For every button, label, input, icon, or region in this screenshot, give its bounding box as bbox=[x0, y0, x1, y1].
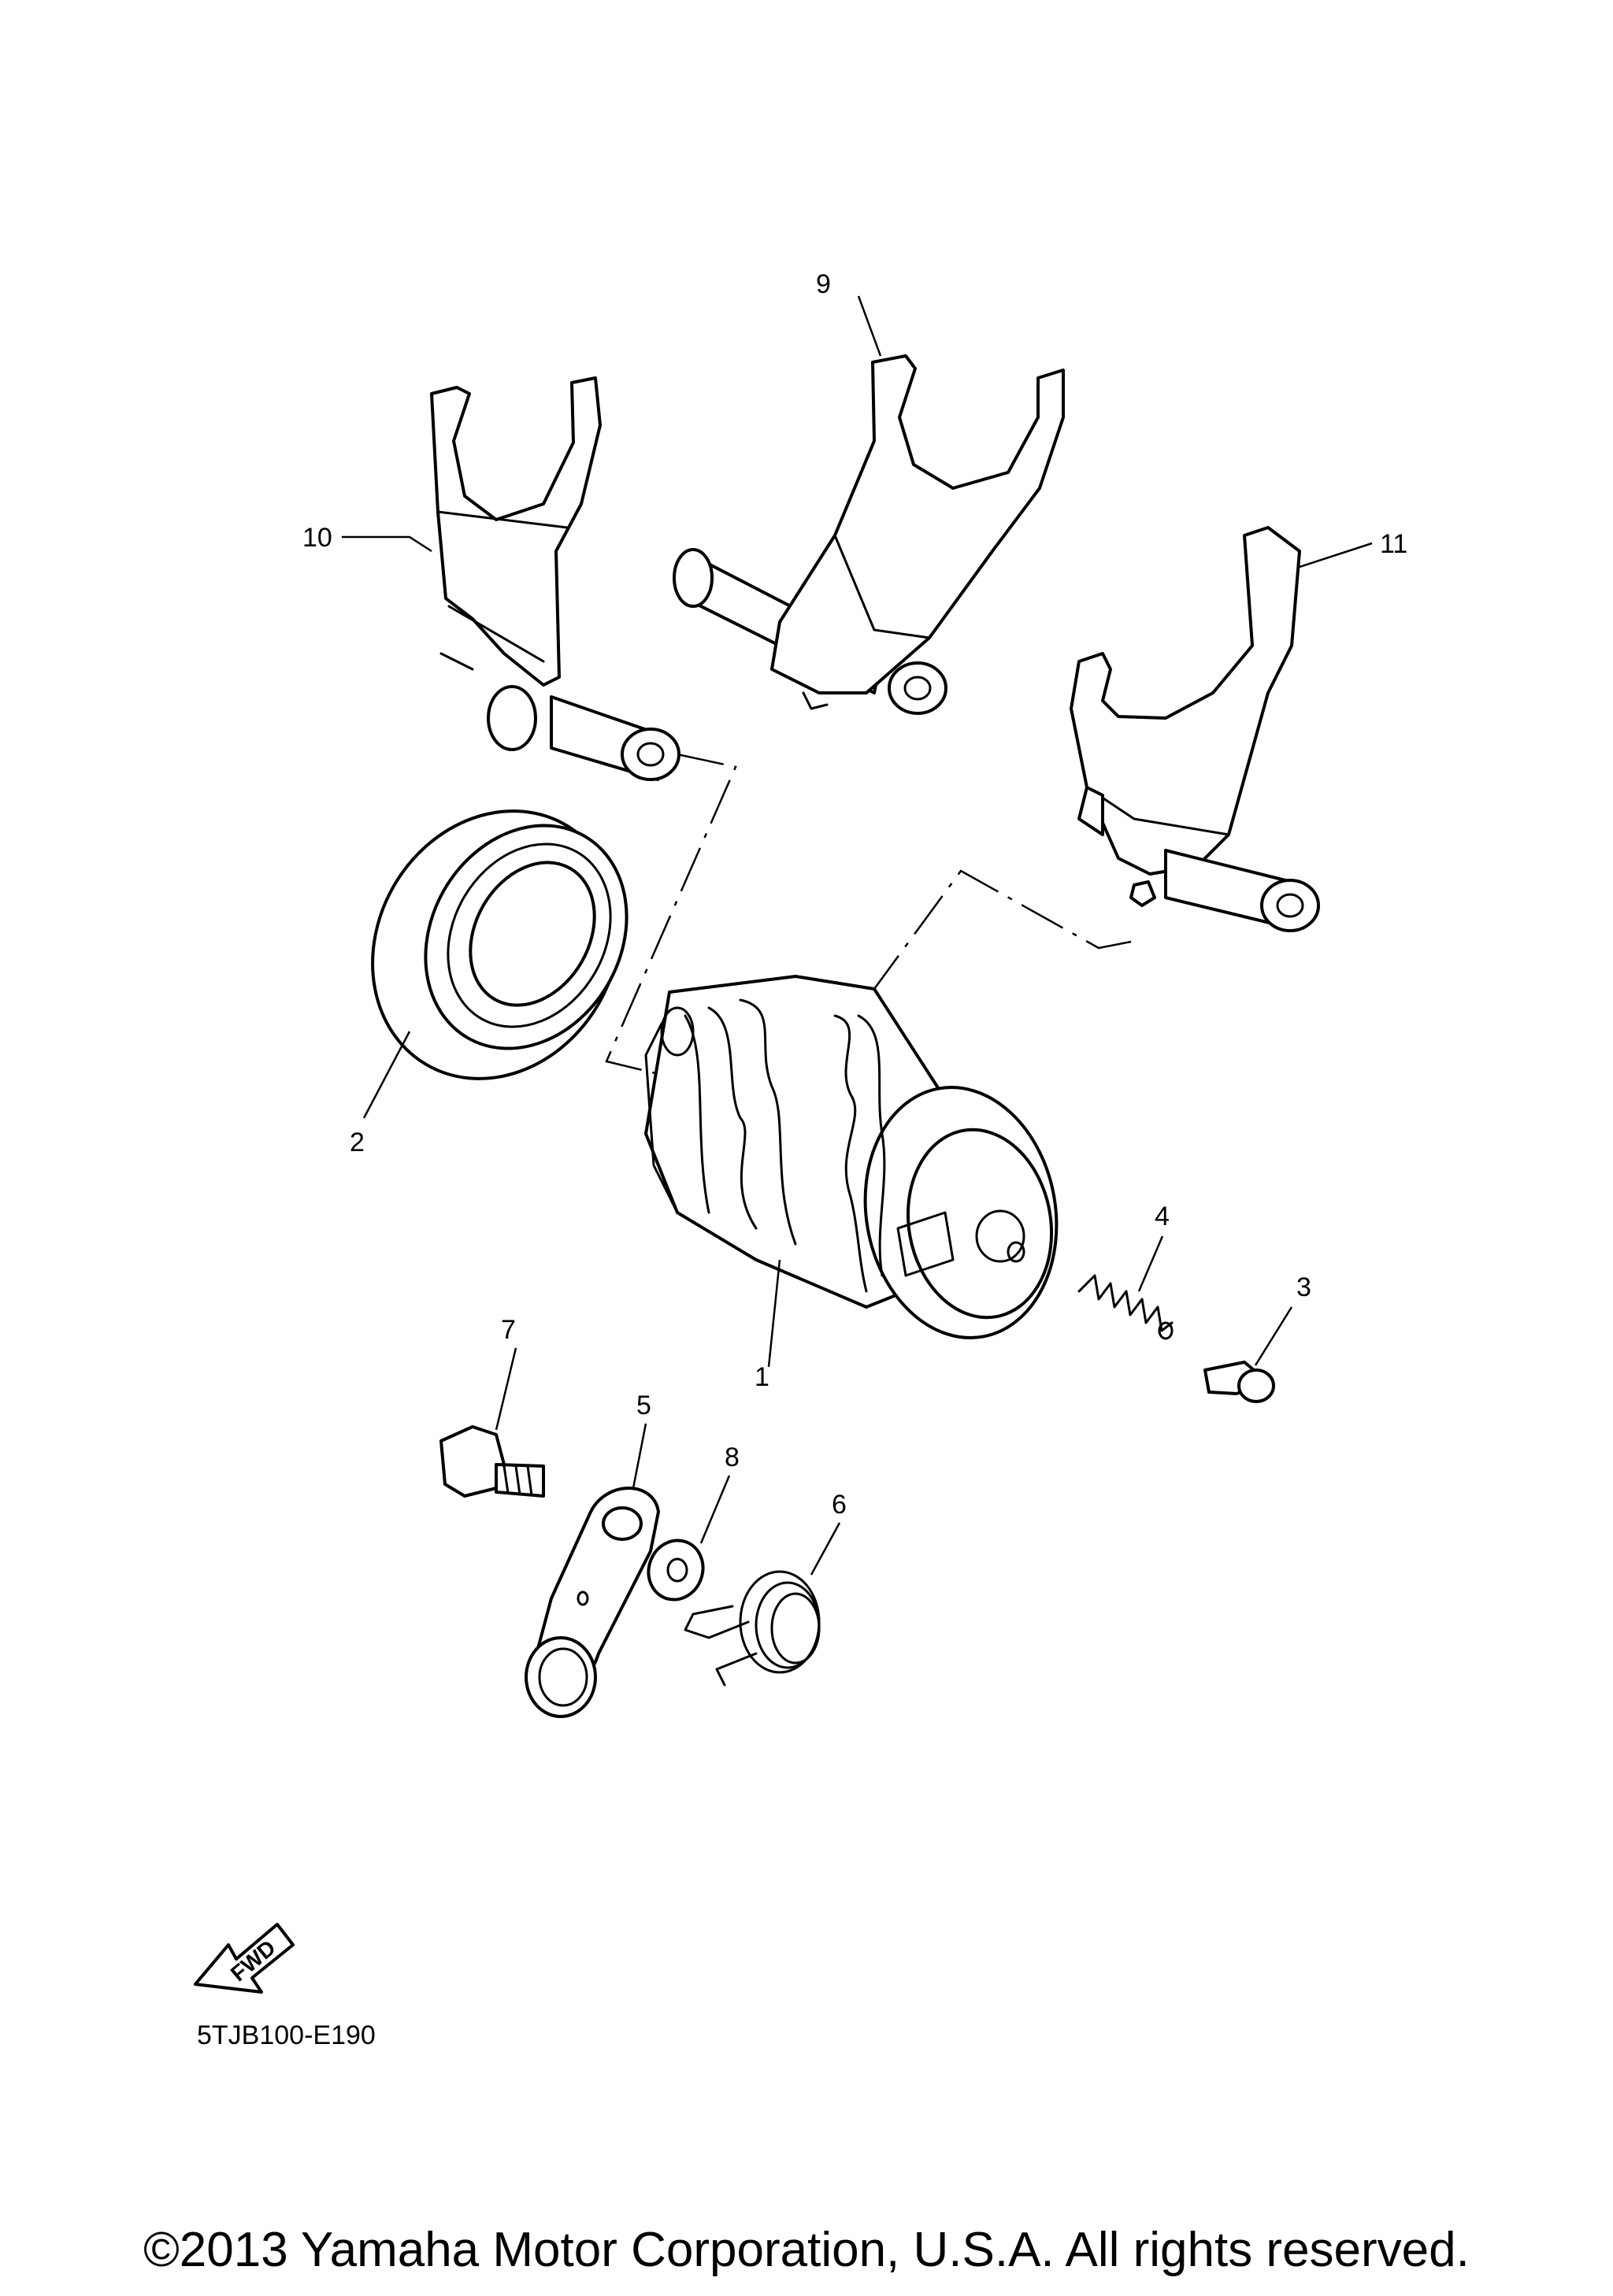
stopper-lever-5[interactable] bbox=[525, 1487, 660, 1718]
callout-8: 8 bbox=[725, 1442, 740, 1472]
pin-3[interactable] bbox=[1203, 1361, 1275, 1403]
callout-5: 5 bbox=[636, 1391, 651, 1420]
callout-labels: 1 2 3 4 5 6 7 8 9 10 11 bbox=[302, 269, 1407, 1520]
callout-2: 2 bbox=[350, 1128, 365, 1157]
callout-6: 6 bbox=[832, 1490, 847, 1520]
callout-3: 3 bbox=[1296, 1272, 1311, 1302]
fwd-arrow-icon: FWD bbox=[194, 1923, 295, 1994]
callout-9: 9 bbox=[816, 269, 831, 299]
shift-drum-1[interactable] bbox=[644, 975, 1076, 1353]
reference-code: 5TJB100-E190 bbox=[197, 2020, 376, 2050]
bolt-7[interactable] bbox=[439, 1425, 545, 1498]
shift-fork-11[interactable] bbox=[1070, 526, 1320, 932]
spring-4[interactable] bbox=[1077, 1274, 1174, 1340]
washer-8[interactable] bbox=[640, 1533, 711, 1608]
callout-7: 7 bbox=[501, 1315, 516, 1345]
callout-10: 10 bbox=[302, 523, 332, 553]
shift-fork-9[interactable] bbox=[673, 354, 1065, 715]
callout-4: 4 bbox=[1155, 1202, 1170, 1231]
bearing-2[interactable] bbox=[324, 766, 668, 1124]
shift-fork-10[interactable] bbox=[430, 376, 680, 781]
torsion-spring-6[interactable] bbox=[684, 1570, 821, 1687]
callout-1: 1 bbox=[755, 1362, 769, 1392]
callout-11: 11 bbox=[1380, 529, 1407, 559]
copyright-notice: ©2013 Yamaha Motor Corporation, U.S.A. A… bbox=[143, 2223, 1470, 2277]
leader-lines bbox=[342, 295, 1373, 1576]
